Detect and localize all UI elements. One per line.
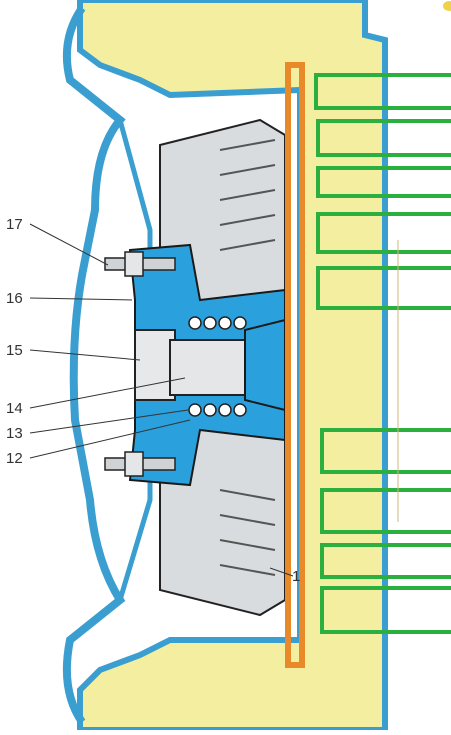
callout-leaders — [29, 223, 294, 577]
orange-divider-bar — [285, 62, 305, 668]
wheel-stud-top — [104, 251, 176, 277]
outer-bearing-balls — [188, 316, 247, 330]
answer-box-1[interactable] — [314, 73, 451, 110]
callout-16: 16 — [6, 290, 23, 307]
drum-fins — [219, 139, 276, 576]
answer-box-2[interactable] — [316, 119, 451, 157]
hub-cap — [134, 329, 176, 401]
inner-bearing-balls — [188, 403, 247, 417]
answer-box-8[interactable] — [320, 543, 451, 579]
callout-12: 12 — [6, 450, 23, 467]
answer-box-5[interactable] — [316, 266, 451, 310]
answer-box-7[interactable] — [320, 488, 451, 534]
corner-dot — [443, 1, 451, 11]
callout-14: 14 — [6, 400, 23, 417]
callout-17: 17 — [6, 216, 23, 233]
wheel-stud-bottom — [104, 451, 176, 477]
answer-box-9[interactable] — [320, 586, 451, 634]
callout-13: 13 — [6, 425, 23, 442]
answer-box-3[interactable] — [316, 166, 451, 198]
answer-box-4[interactable] — [316, 212, 451, 254]
spindle — [244, 318, 286, 412]
callout-1: 1 — [292, 568, 300, 585]
axle-shaft — [169, 339, 246, 396]
answer-boxes[interactable] — [314, 73, 451, 634]
callout-15: 15 — [6, 342, 23, 359]
wheel-rim — [77, 0, 388, 733]
answer-box-6[interactable] — [320, 428, 451, 474]
rim-flange-outline — [62, 5, 126, 725]
